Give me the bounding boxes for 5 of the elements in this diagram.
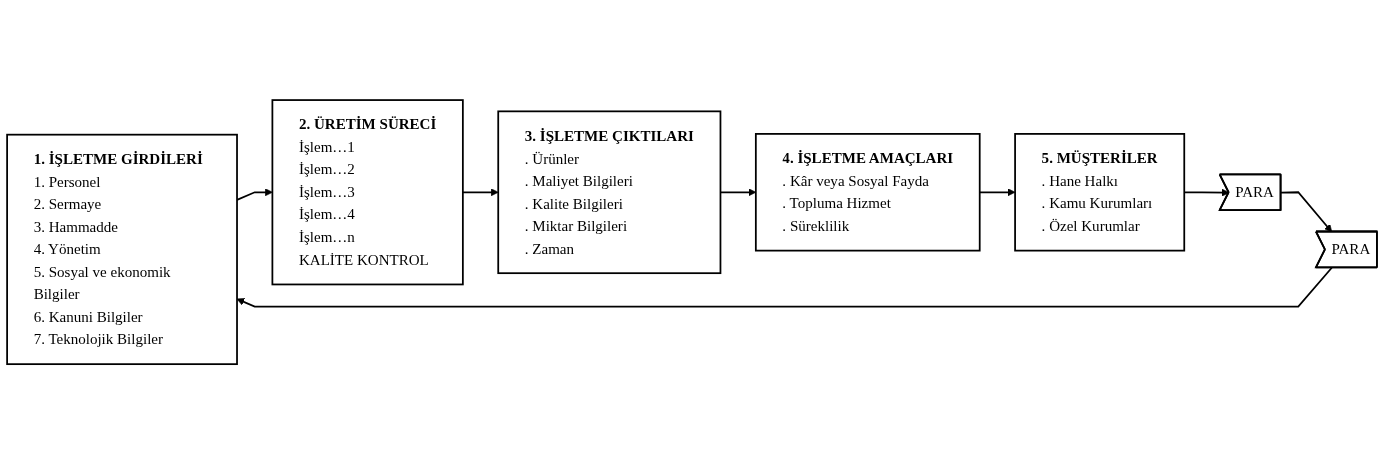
node-box: 4. İŞLETME AMAÇLARI . Kâr veya Sosyal Fayda . Topluma Hizmet . Süreklilik [754,132,981,252]
node-box: 1. İŞLETME GİRDİLERİ 1. Personel 2. Sermaye 3. Hammadde 4. Yönetim 5. Sosyal ve ekonomik Bilgiler 6. Kanuni Bilgiler 7. Teknolojik Bilgiler [6,133,238,365]
node-box: 2. ÜRETİM SÜRECİ İşlem…1 İşlem…2 İşlem…3 İşlem…4 İşlem…n KALİTE KONTROL [271,99,464,286]
node-box: 3. İŞLETME ÇIKTILARI . Ürünler . Maliyet Bilgileri . Kalite Bilgileri . Miktar Bilgileri . Zaman [497,110,722,274]
node-box: 5. MÜŞTERİLER . Hane Halkı . Kamu Kurumları . Özel Kurumlar [1014,132,1186,252]
